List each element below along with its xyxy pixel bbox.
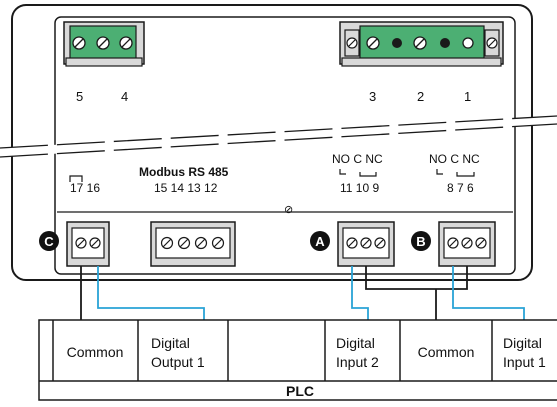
relay-label-left: NO C NC: [332, 152, 383, 166]
screw-icon: ⊘: [284, 204, 293, 216]
terminal-hole-icon: [462, 37, 474, 49]
plc-cell-digital-output-1-line1: Digital: [151, 335, 190, 351]
svg-text:C: C: [44, 234, 54, 249]
plc-cell-digital-input-2-line1: Digital: [336, 335, 375, 351]
relay-labels: NO C NC NO C NC: [332, 152, 480, 166]
marker-b: B: [411, 231, 431, 251]
connector-terminals-17-16: [66, 221, 110, 267]
modbus-label: Modbus RS 485: [139, 165, 229, 179]
marker-c: C: [39, 231, 59, 251]
connector-terminals-15-12: [150, 221, 236, 267]
terminal-numbers-8-6: 8 7 6: [447, 181, 474, 195]
bridge-symbol-icon: [69, 175, 83, 182]
terminal-number-3: 3: [369, 89, 376, 104]
connector-terminals-3-2-1: [339, 21, 504, 67]
terminal-number-2: 2: [417, 89, 424, 104]
plc-block: Common Digital Output 1 Digital Input 2 …: [38, 319, 557, 401]
plc-cell-common-left: Common: [67, 344, 124, 360]
wire-common-bridge: [365, 266, 468, 290]
plc-cell-digital-input-1-line1: Digital: [503, 335, 542, 351]
relay-no-symbol-icon: [339, 169, 346, 175]
terminal-hole-icon: [392, 38, 402, 48]
relay-nc-symbol-icon: [456, 172, 475, 177]
relay-no-symbol-icon: [436, 169, 443, 175]
connector-terminals-5-4: [63, 21, 145, 67]
terminal-numbers-15-12: 15 14 13 12: [154, 181, 218, 195]
plc-cell-digital-output-1-line2: Output 1: [151, 354, 205, 370]
terminal-number-4: 4: [121, 89, 128, 104]
relay-symbols: [69, 169, 475, 182]
connector-terminals-11-10-9: [337, 221, 395, 267]
relay-label-right: NO C NC: [429, 152, 480, 166]
top-terminal-numbers: 5 4 3 2 1: [76, 89, 471, 104]
plc-cell-digital-input-1-line2: Input 1: [503, 354, 546, 370]
plc-outline: [38, 319, 557, 401]
terminal-numbers-11-9: 11 10 9: [340, 181, 379, 195]
plc-cell-digital-input-2-line2: Input 2: [336, 354, 379, 370]
plc-cell-common-right: Common: [418, 344, 475, 360]
relay-nc-symbol-icon: [359, 172, 377, 177]
terminal-number-1: 1: [464, 89, 471, 104]
marker-a: A: [310, 231, 330, 251]
wires: [80, 266, 525, 320]
svg-text:A: A: [315, 234, 325, 249]
terminal-numbers-17-16: 17 16: [70, 181, 100, 195]
bottom-terminal-labels: Modbus RS 485 17 16 15 14 13 12 11 10 9 …: [70, 165, 474, 195]
plc-title: PLC: [286, 383, 314, 399]
terminal-hole-icon: [440, 38, 450, 48]
wire-digital-input-1: [452, 266, 525, 320]
connector-terminals-8-7-6: [438, 221, 496, 267]
wire-digital-output-1: [97, 266, 205, 320]
break-lines: [0, 115, 557, 158]
svg-text:B: B: [416, 234, 425, 249]
device-housing: [11, 4, 533, 281]
terminal-number-5: 5: [76, 89, 83, 104]
wire-digital-input-2: [351, 266, 369, 320]
